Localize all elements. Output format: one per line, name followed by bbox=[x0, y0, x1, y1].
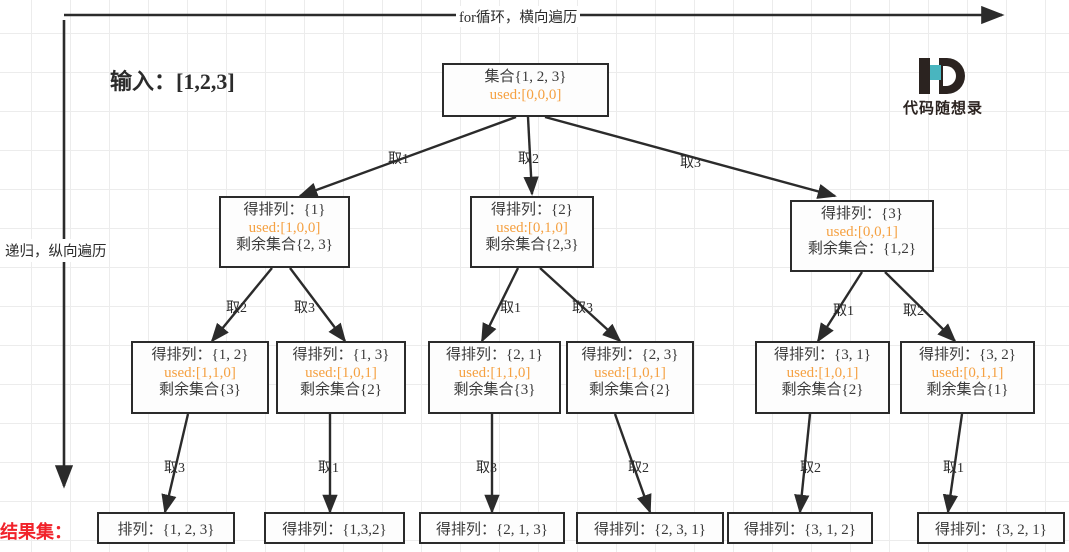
node-rest-text: 剩余集合{3} bbox=[159, 382, 241, 399]
top-axis-label: for循环，横向遍历 bbox=[456, 6, 581, 27]
result-set-label: 结果集： bbox=[0, 522, 72, 542]
tree-node-l2-1[interactable]: 得排列：{1, 3} used:[1,0,1] 剩余集合{2} bbox=[276, 341, 406, 414]
node-used-text: used:[0,0,1] bbox=[826, 223, 898, 240]
tree-node-l2-0[interactable]: 得排列：{1, 2} used:[1,1,0] 剩余集合{3} bbox=[131, 341, 269, 414]
edge-label-l1-2: 取3 bbox=[680, 156, 701, 171]
node-rest-text: 剩余集合{2, 3} bbox=[236, 237, 333, 254]
node-rest-text: 剩余集合：{1,2} bbox=[807, 241, 917, 258]
node-rest-text: 剩余集合{2} bbox=[589, 382, 671, 399]
tree-leaf-0[interactable]: 排列：{1, 2, 3} bbox=[97, 512, 235, 544]
node-perm-text: 得排列：{3} bbox=[821, 206, 903, 222]
node-perm-text: 得排列：{1} bbox=[243, 202, 326, 218]
node-perm-text: 得排列：{3, 1} bbox=[774, 347, 871, 363]
node-rest-text: 剩余集合{2} bbox=[781, 382, 864, 399]
node-used-text: used:[0,0,0] bbox=[489, 86, 562, 103]
tree-leaf-1[interactable]: 得排列：{1,3,2} bbox=[264, 512, 405, 544]
node-rest-text: 剩余集合{3} bbox=[453, 382, 536, 399]
tree-node-l2-5[interactable]: 得排列：{3, 2} used:[0,1,1] 剩余集合{1} bbox=[900, 341, 1035, 414]
tree-leaf-2[interactable]: 得排列：{2, 1, 3} bbox=[419, 512, 565, 544]
node-perm-text: 得排列：{2, 1} bbox=[446, 347, 543, 363]
node-perm-text: 得排列：{2} bbox=[491, 202, 573, 218]
edge-label-l3-4: 取2 bbox=[800, 461, 821, 476]
node-rest-text: 剩余集合{2} bbox=[300, 382, 382, 399]
node-used-text: used:[0,1,1] bbox=[931, 364, 1004, 381]
edge-label-l3-3: 取2 bbox=[628, 461, 649, 476]
tree-node-l1-0[interactable]: 得排列：{1} used:[1,0,0] 剩余集合{2, 3} bbox=[219, 196, 350, 268]
node-perm-text: 得排列：{1, 2} bbox=[151, 347, 249, 363]
node-perm-text: 得排列：{1, 3} bbox=[292, 347, 390, 363]
node-used-text: used:[1,0,1] bbox=[594, 364, 666, 381]
node-perm-text: 得排列：{3, 2} bbox=[919, 347, 1016, 363]
edge-label-l2-0: 取2 bbox=[226, 301, 247, 316]
node-rest-text: 剩余集合{1} bbox=[926, 382, 1009, 399]
node-used-text: used:[1,0,0] bbox=[248, 219, 321, 236]
tree-leaf-4[interactable]: 得排列：{3, 1, 2} bbox=[727, 512, 873, 544]
tree-node-l2-2[interactable]: 得排列：{2, 1} used:[1,1,0] 剩余集合{3} bbox=[428, 341, 561, 414]
node-used-text: used:[1,1,0] bbox=[458, 364, 531, 381]
tree-leaf-5[interactable]: 得排列：{3, 2, 1} bbox=[917, 512, 1065, 544]
brand-logo: 代码随想录 bbox=[888, 58, 998, 120]
edge-label-l3-5: 取1 bbox=[943, 461, 964, 476]
edge-label-l2-4: 取1 bbox=[833, 304, 854, 319]
tree-node-l2-3[interactable]: 得排列：{2, 3} used:[1,0,1] 剩余集合{2} bbox=[566, 341, 694, 414]
tree-node-root[interactable]: 集合{1, 2, 3} used:[0,0,0] bbox=[442, 63, 609, 117]
node-rest-text: 剩余集合{2,3} bbox=[485, 237, 579, 254]
tree-node-l2-4[interactable]: 得排列：{3, 1} used:[1,0,1] 剩余集合{2} bbox=[755, 341, 890, 414]
node-used-text: used:[1,0,1] bbox=[786, 364, 859, 381]
edge-label-l2-3: 取3 bbox=[572, 301, 593, 316]
node-used-text: used:[1,1,0] bbox=[164, 364, 236, 381]
edge-label-l2-5: 取2 bbox=[903, 304, 924, 319]
node-used-text: used:[1,0,1] bbox=[305, 364, 377, 381]
edge-label-l1-0: 取1 bbox=[388, 152, 409, 167]
edge-label-l3-2: 取3 bbox=[476, 461, 497, 476]
edge-label-l2-1: 取3 bbox=[294, 301, 315, 316]
input-label: 输入：[1,2,3] bbox=[110, 69, 235, 94]
node-perm-text: 得排列：{2, 3} bbox=[581, 347, 679, 363]
node-used-text: used:[0,1,0] bbox=[496, 219, 568, 236]
node-set-text: 集合{1, 2, 3} bbox=[484, 69, 567, 85]
edge-label-l1-1: 取2 bbox=[518, 152, 539, 167]
edge-label-l3-1: 取1 bbox=[318, 461, 339, 476]
logo-text: 代码随想录 bbox=[902, 99, 983, 117]
tree-leaf-3[interactable]: 得排列：{2, 3, 1} bbox=[576, 512, 724, 544]
left-axis-label: 递归，纵向遍历 bbox=[3, 239, 109, 262]
logo-d-icon bbox=[919, 58, 967, 94]
tree-node-l1-1[interactable]: 得排列：{2} used:[0,1,0] 剩余集合{2,3} bbox=[470, 196, 594, 268]
edge-label-l2-2: 取1 bbox=[500, 301, 521, 316]
tree-node-l1-2[interactable]: 得排列：{3} used:[0,0,1] 剩余集合：{1,2} bbox=[790, 200, 934, 272]
edge-label-l3-0: 取3 bbox=[164, 461, 185, 476]
